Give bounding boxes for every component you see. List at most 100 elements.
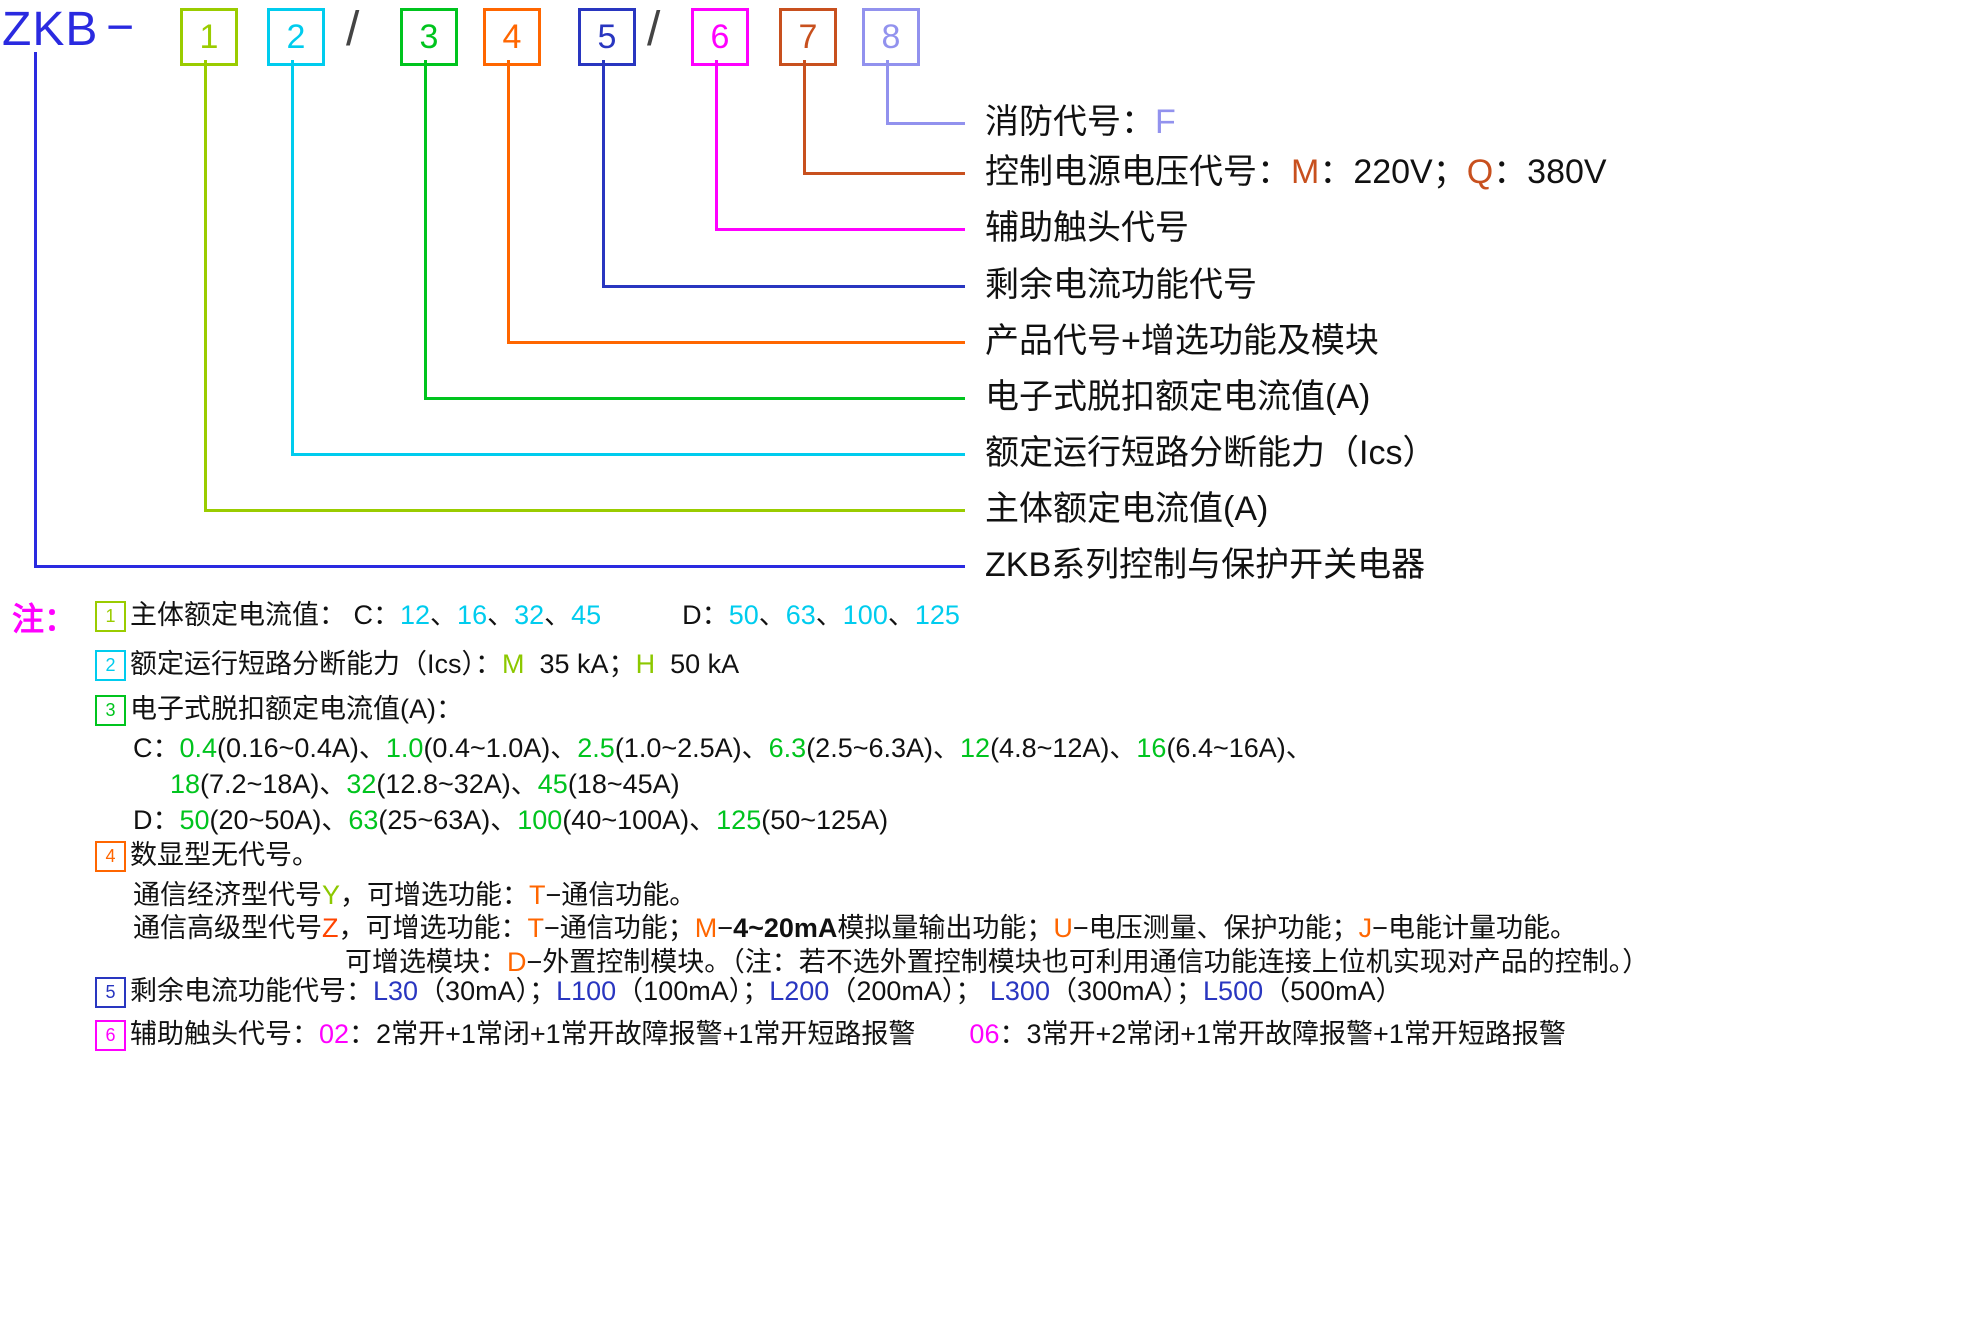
code-box-5: 5 [578,8,636,66]
label-breaking-capacity: 额定运行短路分断能力（Ics） [985,433,1436,473]
text-segment: 、 [758,600,786,630]
text-segment: L500 [1203,976,1264,1006]
text-segment: 63 [348,805,379,835]
connector-2-vertical [291,60,294,456]
text-segment: 剩余电流功能代号 [985,266,1257,304]
text-segment: (6.4~16A)、 [1166,733,1313,763]
text-segment: (12.8~32A)、 [376,769,538,799]
text-segment: (2.5~6.3A)、 [806,733,961,763]
text-segment: (1.0~2.5A)、 [614,733,769,763]
text-segment: − [717,913,734,943]
code-box-2: 2 [267,8,325,66]
note-badge-3: 3 [95,695,126,726]
note-badge-2: 2 [95,650,126,681]
text-segment: 、 [487,600,515,630]
text-segment: （200mA）； [829,976,990,1006]
text-segment: 100 [842,600,888,630]
connector-zkb-horizontal [34,565,965,568]
text-segment: L300 [989,976,1050,1006]
text-segment: 主体额定电流值(A) [985,490,1269,528]
dash-separator: − [106,1,135,54]
text-segment: ：3常开+2常闭+1常开故障报警+1常开短路报警 [999,1019,1566,1049]
note-badge-6: 6 [95,1020,126,1051]
code-box-8: 8 [862,8,920,66]
text-segment: 电子式脱扣额定电流值(A) [985,378,1371,416]
note-3-line-d: D：50(20~50A)、63(25~63A)、100(40~100A)、125… [133,803,888,837]
text-segment: Z [322,913,339,943]
label-main-current: 主体额定电流值(A) [985,489,1268,529]
note-4-line-2: 通信经济型代号Y，可增选功能：T−通信功能。 [133,878,696,912]
code-box-4: 4 [483,8,541,66]
note-5-text: 剩余电流功能代号：L30（30mA）；L100（100mA）；L200（200m… [130,974,1403,1008]
text-segment: 12 [400,600,431,630]
text-segment: L200 [769,976,830,1006]
text-segment: M [694,913,718,943]
text-segment: L30 [373,976,419,1006]
text-segment: 控制电源电压代号： [985,153,1291,191]
text-segment: （30mA）； [418,976,557,1006]
text-segment: M [502,649,525,679]
note-4-line-4: 可增选模块：D−外置控制模块。（注：若不选外置控制模块也可利用通信功能连接上位机… [345,945,1649,979]
text-segment: 额定运行短路分断能力（Ics）： [130,649,503,679]
text-segment: Y [322,880,341,910]
text-segment: (50~125A) [761,805,889,835]
connector-8-horizontal [886,122,965,125]
text-segment: 6.3 [768,733,807,763]
label-residual-current: 剩余电流功能代号 [985,265,1257,305]
text-segment: ZKB系列控制与保护开关电器 [985,546,1426,584]
text-segment: （100mA）； [616,976,770,1006]
text-segment: 12 [960,733,991,763]
text-segment: 50 kA [655,649,740,679]
text-segment: 0.4 [179,733,218,763]
text-segment: (18~45A) [567,769,680,799]
label-control-voltage: 控制电源电压代号：M：220V；Q：380V [985,152,1607,192]
text-segment: （500mA） [1263,976,1403,1006]
text-segment: J [1358,913,1373,943]
text-segment: ，可增选功能： [340,880,530,910]
text-segment: U [1053,913,1073,943]
slash-separator-2: / [647,3,661,56]
connector-5-vertical [602,60,605,288]
text-segment: (20~50A)、 [209,805,349,835]
text-segment: 32 [514,600,545,630]
text-segment: Q [1466,153,1494,191]
connector-6-horizontal [715,228,965,231]
text-segment: 45 [537,769,568,799]
text-segment: M [1291,153,1320,191]
text-segment: D [507,947,527,977]
text-segment: 、 [544,600,572,630]
text-segment: 可增选模块： [345,947,507,977]
note-2-text: 额定运行短路分断能力（Ics）：M 35 kA；H 50 kA [130,647,739,681]
text-segment: 50 [179,805,210,835]
code-box-3: 3 [400,8,458,66]
code-box-1: 1 [180,8,238,66]
text-segment: 16 [457,600,488,630]
text-segment: 06 [969,1019,1000,1049]
connector-6-vertical [715,60,718,231]
code-box-7: 7 [779,8,837,66]
text-segment: 辅助触头代号 [985,209,1189,247]
note-badge-1: 1 [95,601,126,632]
label-aux-contact: 辅助触头代号 [985,208,1189,248]
note-3-line-c2: 18(7.2~18A)、32(12.8~32A)、45(18~45A) [170,767,680,801]
connector-zkb-vertical [34,52,37,568]
note-badge-5: 5 [95,977,126,1008]
text-segment: ：220V； [1319,153,1467,191]
text-segment: 、 [430,600,458,630]
note-4-line-1: 数显型无代号。 [130,838,319,872]
text-segment: (0.4~1.0A)、 [423,733,578,763]
text-segment: −电压测量、保护功能； [1072,913,1359,943]
text-segment: 额定运行短路分断能力（Ics） [985,434,1437,472]
text-segment: 32 [346,769,377,799]
label-series: ZKB系列控制与保护开关电器 [985,545,1425,585]
text-segment: ：380V [1493,153,1607,191]
connector-2-horizontal [291,453,965,456]
text-segment: 02 [319,1019,350,1049]
text-segment: (25~63A)、 [378,805,518,835]
text-segment: H [635,649,656,679]
text-segment: 50 [728,600,759,630]
text-segment: −外置控制模块。（注：若不选外置控制模块也可利用通信功能连接上位机实现对产品的控… [526,947,1650,977]
text-segment: 1.0 [385,733,424,763]
connector-3-horizontal [424,397,965,400]
